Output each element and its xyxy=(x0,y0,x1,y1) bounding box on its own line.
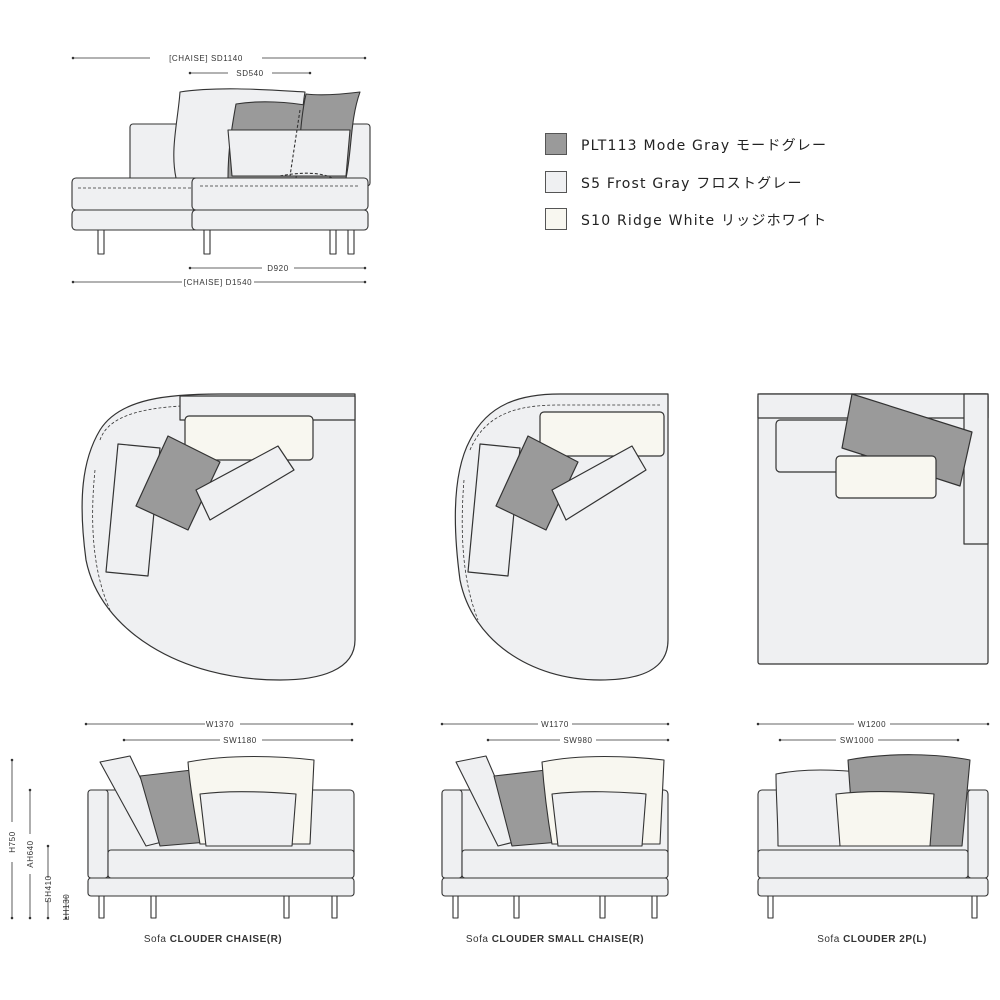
front-2p-l xyxy=(757,754,989,919)
legend-label-ridge-white: S10 Ridge White リッジホワイト xyxy=(581,210,827,230)
dim-chaise-sd: [CHAISE] SD1140 xyxy=(169,54,243,63)
plan-small-chaise-r xyxy=(454,393,669,681)
caption-prefix: Sofa xyxy=(143,934,167,945)
front-small-chaise-r xyxy=(441,755,669,919)
legend-jp-frost-gray: フロストグレー xyxy=(696,176,803,192)
dim-chaise-d: [CHAISE] D1540 xyxy=(184,278,252,287)
dim-d: D920 xyxy=(267,264,289,273)
legend-code-mode-gray: PLT113 Mode Gray xyxy=(581,138,731,154)
caption-product-name: CLOUDER CHAISE(R) xyxy=(169,934,283,945)
side-elevation xyxy=(71,56,371,284)
dim-lh: LH130 xyxy=(62,894,71,921)
legend-code-ridge-white: S10 Ridge White xyxy=(581,213,716,229)
legend-jp-mode-gray: モードグレー xyxy=(735,138,828,154)
caption-2p-l: Sofa CLOUDER 2P(L) xyxy=(817,934,927,945)
front-dimension-lines xyxy=(10,722,990,920)
caption-prefix: Sofa xyxy=(817,934,840,945)
caption-chaise-r: Sofa CLOUDER CHAISE(R) xyxy=(144,934,282,945)
legend-label-mode-gray: PLT113 Mode Gray モードグレー xyxy=(581,135,827,155)
dim-ah: AH640 xyxy=(26,840,35,867)
dim-w-chaise: W1370 xyxy=(206,720,234,729)
dim-h: H750 xyxy=(8,831,17,853)
front-chaise-r xyxy=(87,755,355,919)
dim-sw-small: SW980 xyxy=(563,736,592,745)
dim-sd: SD540 xyxy=(236,69,263,78)
dim-w-small: W1170 xyxy=(541,720,569,729)
swatch-mode-gray xyxy=(545,133,567,155)
side-dimension-lines xyxy=(71,56,367,284)
caption-product-name: CLOUDER 2P(L) xyxy=(843,934,927,945)
legend-label-frost-gray: S5 Frost Gray フロストグレー xyxy=(581,173,803,193)
swatch-ridge-white xyxy=(545,208,567,230)
legend-code-frost-gray: S5 Frost Gray xyxy=(581,176,691,192)
legend-jp-ridge-white: リッジホワイト xyxy=(720,213,828,229)
dim-w-2p: W1200 xyxy=(858,720,886,729)
plan-chaise-r xyxy=(81,393,356,681)
caption-small-chaise-r: Sofa CLOUDER SMALL CHAISE(R) xyxy=(466,934,644,945)
dim-sh: SH410 xyxy=(44,875,53,902)
caption-prefix: Sofa xyxy=(465,934,489,945)
plan-2p-l xyxy=(757,393,989,665)
dim-sw-2p: SW1000 xyxy=(840,736,874,745)
dim-sw-chaise: SW1180 xyxy=(223,736,257,745)
caption-product-name: CLOUDER SMALL CHAISE(R) xyxy=(491,934,645,945)
swatch-frost-gray xyxy=(545,171,567,193)
